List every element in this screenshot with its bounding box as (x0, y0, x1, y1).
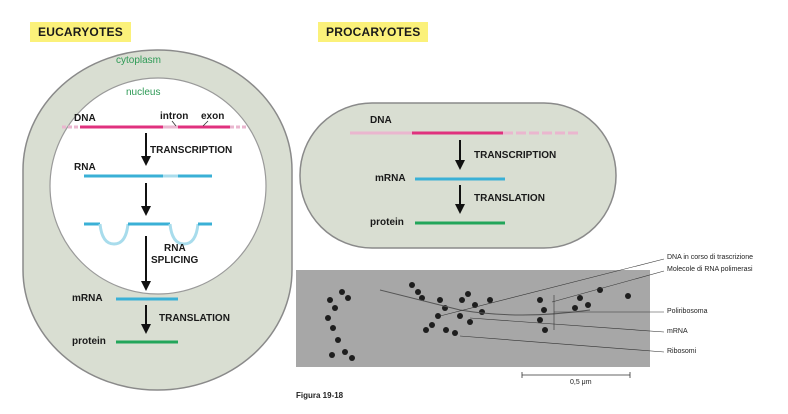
prokaryote-cell (299, 102, 617, 249)
nucleus-label: nucleus (126, 87, 161, 98)
prokaryote-translation-label: TRANSLATION (474, 193, 545, 204)
eukaryote-transcription-label: TRANSCRIPTION (150, 145, 233, 156)
eukaryote-mrna-label: mRNA (72, 293, 103, 304)
label-ribosomes: Ribosomi (667, 348, 697, 355)
label-polyribosome: Poliribosoma (667, 308, 708, 315)
rna-splicing-label-2: SPLICING (151, 255, 199, 266)
eukaryote-rna-label: RNA (74, 162, 96, 173)
eukaryotes-header: EUCARYOTES (30, 22, 131, 42)
prokaryote-dna-label: DNA (370, 115, 392, 126)
scale-bar-label: 0,5 μm (570, 379, 592, 386)
scale-bar (521, 372, 631, 378)
splicing-rna-line (84, 222, 212, 246)
eukaryote-dna-line (62, 120, 246, 129)
eukaryote-translation-label: TRANSLATION (159, 313, 230, 324)
exon-label: exon (201, 111, 225, 122)
prokaryote-mrna-label: mRNA (375, 173, 406, 184)
prokaryote-protein-label: protein (370, 217, 404, 228)
prokaryotes-header: PROCARYOTES (318, 22, 429, 42)
cytoplasm-label: cytoplasm (116, 55, 162, 66)
label-rna-polymerase: Molecole di RNA polimerasi (667, 266, 753, 273)
rna-splicing-label-1: RNA (164, 243, 186, 254)
intron-label: intron (160, 111, 189, 122)
label-mrna: mRNA (667, 328, 688, 335)
label-dna-transcription: DNA in corso di trascrizione (667, 254, 753, 261)
eukaryote-dna-label: DNA (74, 113, 96, 124)
eukaryote-protein-label: protein (72, 336, 106, 347)
figure-caption: Figura 19-18 (296, 391, 344, 400)
prokaryote-transcription-label: TRANSCRIPTION (474, 150, 557, 161)
